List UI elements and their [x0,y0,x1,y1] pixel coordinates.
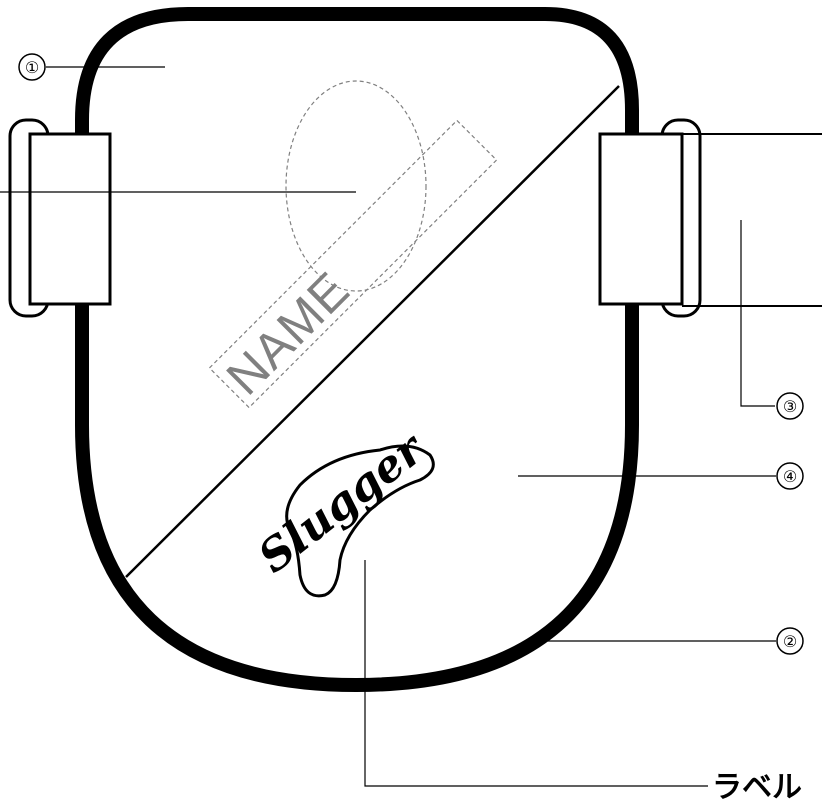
callout-label-text: ラベル [712,771,802,804]
callout-4-label: ④ [783,469,797,486]
logo-badge-outline [285,444,435,598]
name-area: NAME [208,119,498,409]
dashed-ellipse-area [285,80,427,292]
callout-3-circle [776,392,804,420]
callout-1-circle [18,53,46,81]
leader-lines [0,66,776,787]
diagonal-divider [125,85,620,578]
bag-outline [75,7,639,692]
bag-body [28,7,684,692]
callout-3-label: ③ [783,399,797,416]
callout-1-label: ① [25,60,39,77]
left-strap-block-front [28,132,112,306]
callout-2-circle [776,627,804,655]
right-strap-block-front [598,132,684,306]
logo-wordmark: Slugger [249,422,435,583]
name-placeholder-text: NAME [216,261,361,406]
callout-2-label: ② [783,634,797,651]
leader-3 [740,220,775,407]
callouts: ① ③ ④ ② ラベル [18,53,804,804]
slugger-logo: Slugger [249,422,435,598]
leader-label [364,560,708,787]
callout-4-circle [776,462,804,490]
